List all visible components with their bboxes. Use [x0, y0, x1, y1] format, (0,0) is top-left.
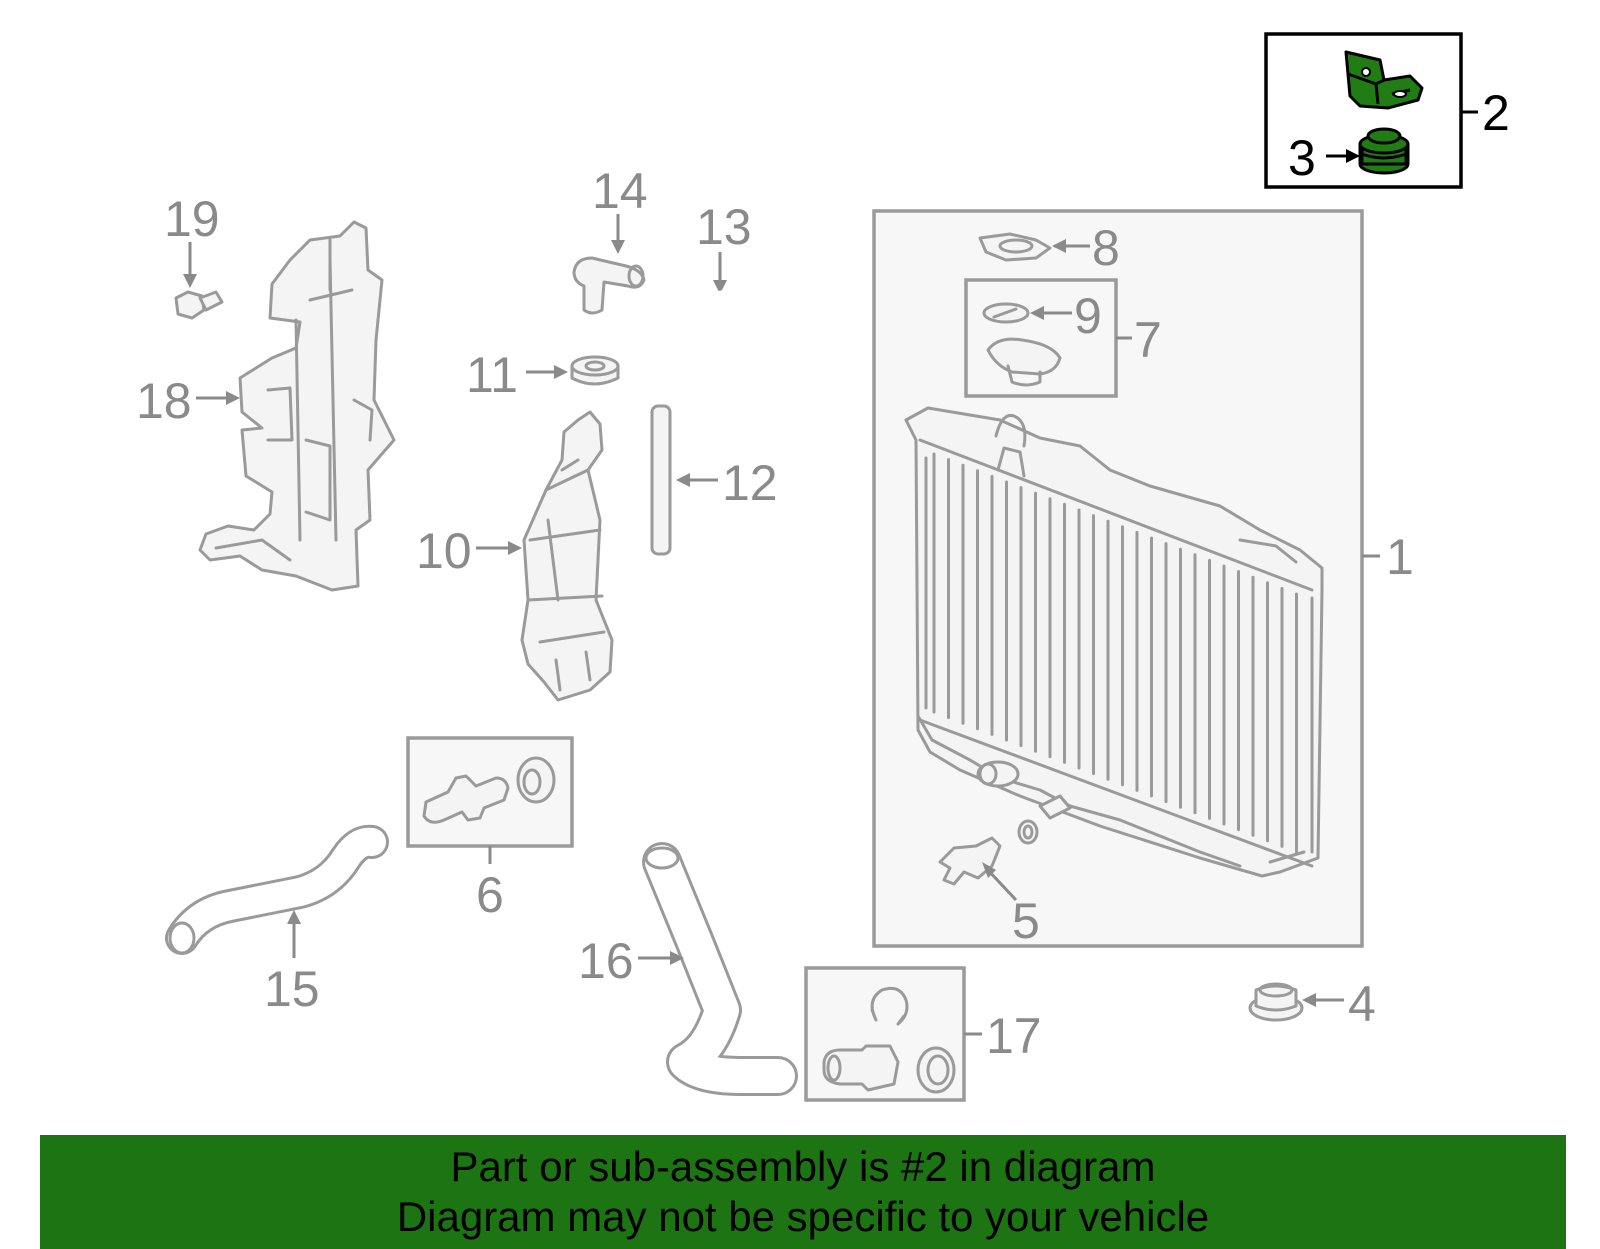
air-guide-part-18[interactable]	[198, 220, 396, 592]
callout-15[interactable]: 15	[264, 961, 320, 1017]
joint-assembly-box-17[interactable]: 17	[804, 966, 1042, 1102]
radiator-assembly-box[interactable]: 1 8 7 9	[872, 209, 1414, 949]
hose-fitting-part-14[interactable]	[572, 256, 646, 315]
callout-6[interactable]: 6	[476, 867, 504, 923]
info-banner: Part or sub-assembly is #2 in diagram Di…	[40, 1135, 1566, 1249]
callout-2[interactable]: 2	[1482, 85, 1510, 141]
bolt-part-19[interactable]	[174, 290, 224, 320]
callout-9[interactable]: 9	[1074, 288, 1102, 344]
callout-17[interactable]: 17	[986, 1008, 1042, 1064]
callout-1[interactable]: 1	[1386, 529, 1414, 585]
hose-part-13[interactable]	[656, 262, 798, 309]
thermostat-assembly-box-6[interactable]: 6	[406, 736, 574, 923]
bracket-part-2[interactable]	[1344, 50, 1424, 110]
seal-part-9[interactable]	[982, 302, 1030, 324]
callout-14[interactable]: 14	[592, 163, 648, 219]
highlight-box-2[interactable]: 2 3	[1264, 32, 1510, 189]
hose-part-16[interactable]	[642, 842, 798, 1096]
callout-16[interactable]: 16	[578, 933, 634, 989]
callout-13[interactable]: 13	[696, 199, 752, 255]
radiator-cap-part[interactable]	[986, 337, 1062, 387]
callout-12[interactable]: 12	[722, 455, 778, 511]
drain-cock-part-5[interactable]	[938, 819, 1039, 886]
drain-fitting	[976, 760, 1072, 820]
callout-19[interactable]: 19	[164, 191, 220, 247]
callout-18[interactable]: 18	[136, 373, 192, 429]
cushion-part-3[interactable]	[1358, 127, 1410, 175]
radiator-core-part-1[interactable]	[904, 406, 1324, 878]
hose-part-15[interactable]	[165, 824, 389, 955]
reservoir-cap-part-11[interactable]	[570, 355, 620, 386]
gasket-part-8[interactable]	[978, 232, 1052, 262]
banner-line-disclaimer: Diagram may not be specific to your vehi…	[396, 1193, 1210, 1240]
reservoir-tank-part-10[interactable]	[520, 410, 614, 702]
callout-11[interactable]: 11	[466, 347, 518, 403]
callout-3[interactable]: 3	[1288, 130, 1316, 186]
callout-7[interactable]: 7	[1134, 312, 1162, 368]
cushion-part-4[interactable]	[1248, 982, 1304, 1022]
callout-10[interactable]: 10	[416, 523, 472, 579]
banner-line-part-number: Part or sub-assembly is #2 in diagram	[450, 1143, 1156, 1190]
callout-8[interactable]: 8	[1092, 220, 1120, 276]
callout-5[interactable]: 5	[1012, 893, 1040, 949]
callout-4[interactable]: 4	[1348, 976, 1376, 1032]
tube-part-12[interactable]	[650, 404, 672, 556]
